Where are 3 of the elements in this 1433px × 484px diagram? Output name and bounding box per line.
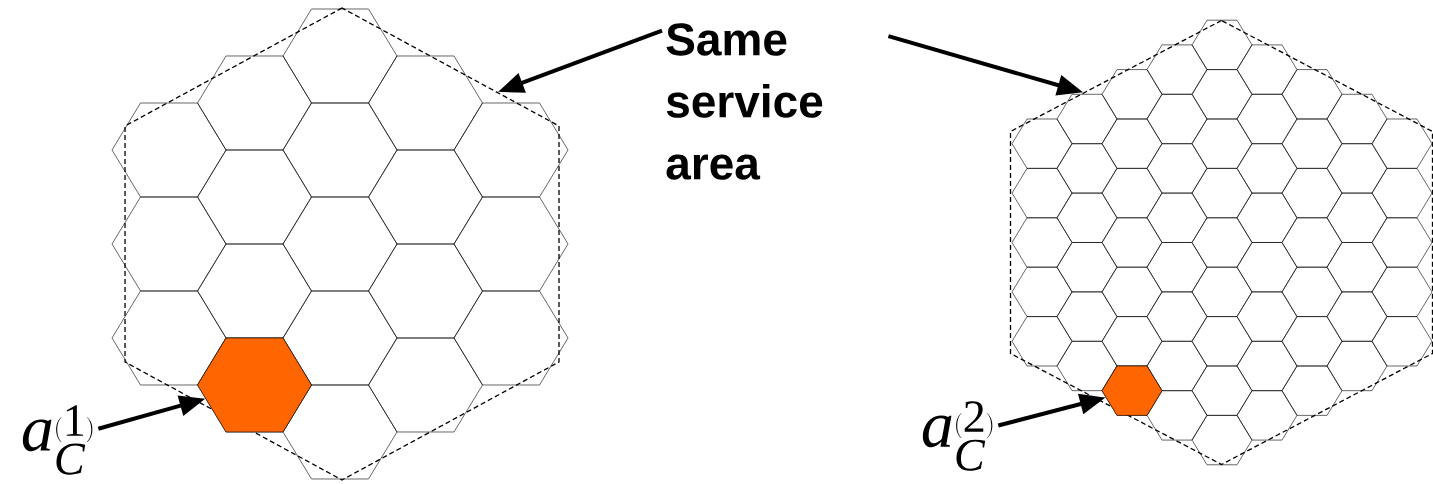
formula-label: $a_C^{(2)}$ [922,401,993,471]
formula-label: $a_C^{(1)}$ [22,405,93,475]
label-text: Same service area [666,23,823,180]
